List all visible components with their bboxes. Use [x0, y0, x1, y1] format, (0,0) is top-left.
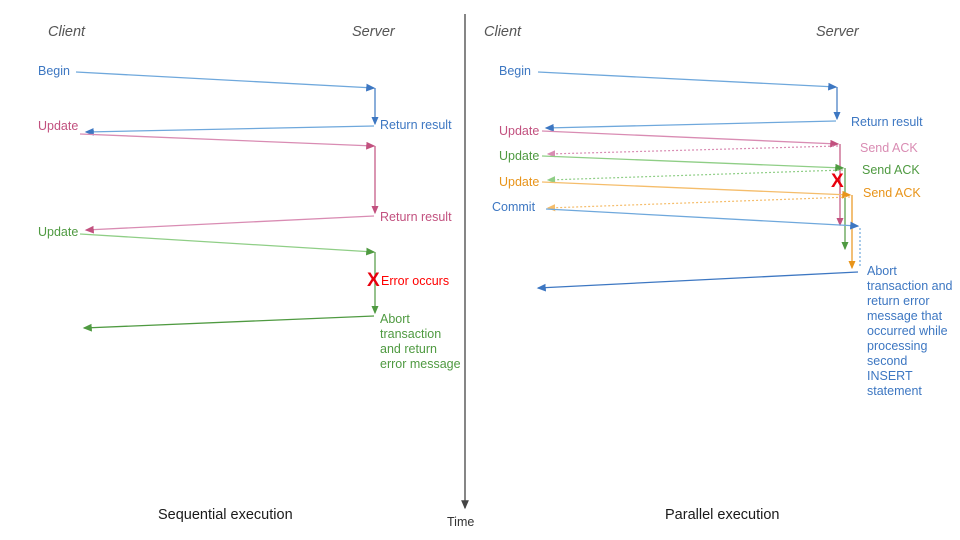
right-header-server: Server [816, 24, 859, 40]
left-message-update-2: Update [38, 225, 79, 239]
left-server-label-return-result-1: Return result [380, 118, 452, 132]
right-msg-commit [536, 208, 861, 292]
right-abort-note: Abort transaction and return error messa… [867, 264, 953, 398]
left-error-label: Error occurs [381, 274, 450, 288]
error-x-icon-left: X [367, 270, 380, 291]
right-msg-update-pink [541, 130, 844, 227]
left-abort-note: Abort transaction and return error messa… [380, 312, 461, 371]
right-message-update-3: Update [499, 175, 540, 189]
left-message-begin: Begin [38, 64, 70, 78]
right-server-label-ack-1: Send ACK [860, 141, 918, 155]
right-message-commit: Commit [492, 200, 536, 214]
left-panel-flows [75, 71, 379, 332]
right-header-client: Client [484, 24, 522, 40]
left-header-server: Server [352, 24, 395, 40]
left-msg-update-1 [79, 133, 379, 234]
right-panel-caption: Parallel execution [665, 507, 780, 523]
right-message-begin: Begin [499, 64, 531, 78]
left-message-update-1: Update [38, 119, 79, 133]
right-message-update-1: Update [499, 124, 540, 138]
right-panel-flows [536, 71, 861, 292]
right-msg-begin [537, 71, 841, 132]
time-axis-label: Time [447, 515, 475, 529]
right-server-label-ack-3: Send ACK [863, 186, 921, 200]
left-msg-update-2 [79, 233, 379, 332]
error-x-icon-right: X [831, 171, 844, 192]
left-msg-begin [75, 71, 379, 136]
right-message-update-2: Update [499, 149, 540, 163]
left-panel-caption: Sequential execution [158, 507, 293, 523]
right-server-label-ack-2: Send ACK [862, 163, 920, 177]
right-msg-update-green [541, 155, 849, 251]
right-msg-update-orange [541, 181, 856, 270]
right-server-label-return-result: Return result [851, 115, 923, 129]
left-header-client: Client [48, 24, 86, 40]
left-server-label-return-result-2: Return result [380, 210, 452, 224]
